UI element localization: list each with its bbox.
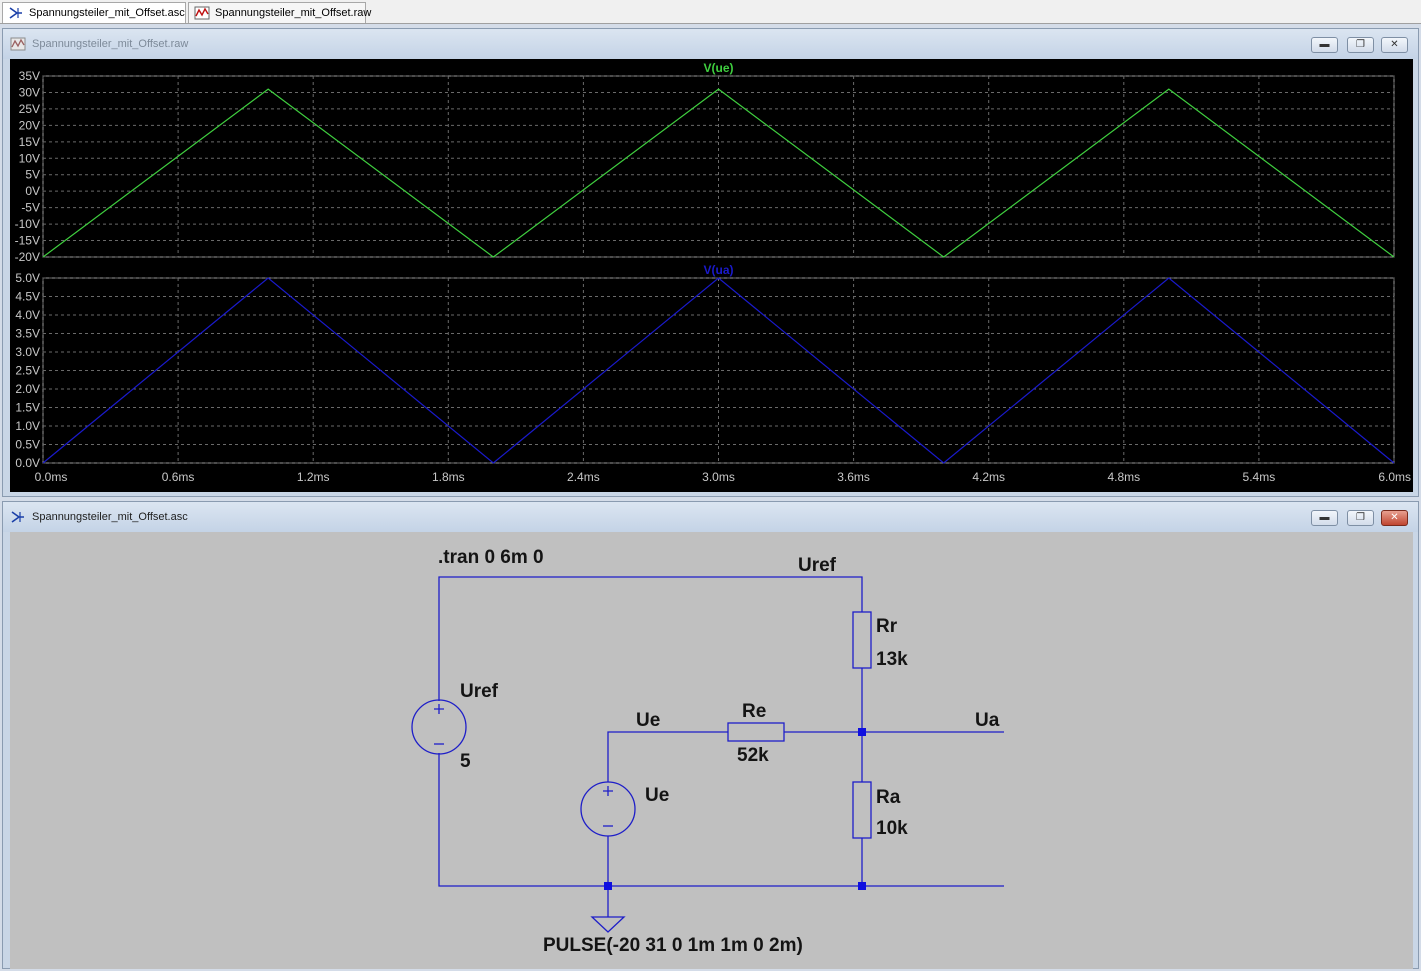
voltage-source-uref[interactable] <box>411 699 467 755</box>
restore-button[interactable]: ❐ <box>1347 510 1374 526</box>
resistor-re[interactable] <box>727 722 785 742</box>
y-tick-label: 25V <box>19 102 40 116</box>
component-name-uref[interactable]: Uref <box>460 681 499 702</box>
resistor-rr[interactable] <box>852 611 872 669</box>
schematic-icon <box>11 511 24 523</box>
net-label-ue[interactable]: Ue <box>636 710 660 731</box>
trace-line[interactable] <box>42 88 1395 258</box>
x-tick-label: 2.4ms <box>567 470 600 484</box>
x-tick-label: 6.0ms <box>1378 470 1411 484</box>
component-value-ue[interactable]: PULSE(-20 31 0 1m 1m 0 2m) <box>543 935 803 956</box>
y-tick-label: -15V <box>15 234 40 248</box>
x-tick-label: 1.8ms <box>432 470 465 484</box>
x-tick-label: 5.4ms <box>1243 470 1276 484</box>
close-button[interactable]: ✕ <box>1381 510 1408 526</box>
restore-button[interactable]: ❐ <box>1347 37 1374 53</box>
y-tick-label: 30V <box>19 85 40 99</box>
wire[interactable] <box>438 753 1004 887</box>
y-tick-label: 3.0V <box>15 345 40 359</box>
schematic-icon <box>9 7 22 19</box>
spice-directive[interactable]: .tran 0 6m 0 <box>438 547 544 568</box>
tab-schematic-document[interactable]: Spannungsteiler_mit_Offset.asc <box>2 2 186 23</box>
component-name-ra[interactable]: Ra <box>876 787 901 808</box>
y-tick-label: 2.0V <box>15 382 40 396</box>
net-label-uref[interactable]: Uref <box>798 555 837 576</box>
junction-dot <box>858 882 866 890</box>
x-tick-label: 1.2ms <box>297 470 330 484</box>
wire[interactable] <box>607 731 728 782</box>
x-tick-label: 4.8ms <box>1107 470 1140 484</box>
component-name-re[interactable]: Re <box>742 701 766 722</box>
y-tick-label: 5.0V <box>15 271 40 285</box>
resistor-ra[interactable] <box>852 781 872 839</box>
minimize-button[interactable]: ▬ <box>1311 510 1338 526</box>
waveform-icon <box>194 6 210 20</box>
schematic-canvas[interactable]: .tran 0 6m 0 Uref Ue Ua Uref 5 Ue PULSE(… <box>10 532 1413 969</box>
schematic-window: Spannungsteiler_mit_Offset.asc ▬ ❐ ✕ <box>2 501 1419 969</box>
schematic-title-bar[interactable]: Spannungsteiler_mit_Offset.asc ▬ ❐ ✕ <box>3 502 1418 532</box>
close-button[interactable]: ✕ <box>1381 37 1408 53</box>
x-tick-label: 0.6ms <box>162 470 195 484</box>
trace-line[interactable] <box>42 277 1395 464</box>
waveform-window: Spannungsteiler_mit_Offset.raw ▬ ❐ ✕ 35V… <box>2 28 1419 497</box>
component-value-rr[interactable]: 13k <box>876 649 908 670</box>
y-tick-label: 15V <box>19 135 40 149</box>
y-tick-label: 0.0V <box>15 456 40 470</box>
schematic-drawing[interactable]: .tran 0 6m 0 Uref Ue Ua Uref 5 Ue PULSE(… <box>10 532 1413 969</box>
ground-symbol[interactable] <box>590 916 626 933</box>
x-tick-label: 3.0ms <box>702 470 735 484</box>
x-tick-label: 3.6ms <box>837 470 870 484</box>
y-tick-label: 10V <box>19 151 40 165</box>
component-value-ra[interactable]: 10k <box>876 818 908 839</box>
component-name-rr[interactable]: Rr <box>876 616 898 637</box>
net-label-ua[interactable]: Ua <box>975 710 1000 731</box>
waveform-plot-area[interactable]: 35V 30V 25V 20V 15V 10V 5V 0V -5V -10V -15V -20V V(u… <box>10 59 1413 492</box>
trace-title[interactable]: V(ue) <box>704 61 734 75</box>
minimize-button[interactable]: ▬ <box>1311 37 1338 53</box>
tab-label: Spannungsteiler_mit_Offset.raw <box>215 7 372 19</box>
x-tick-label: 0.0ms <box>35 470 68 484</box>
junction-dot <box>604 882 612 890</box>
y-tick-label: 0.5V <box>15 438 40 452</box>
wire[interactable] <box>438 576 863 701</box>
x-tick-label: 4.2ms <box>972 470 1005 484</box>
waveform-plot[interactable]: 35V 30V 25V 20V 15V 10V 5V 0V -5V -10V -15V -20V V(u… <box>10 59 1413 492</box>
component-value-re[interactable]: 52k <box>737 745 769 766</box>
y-tick-label: 3.5V <box>15 327 40 341</box>
y-tick-label: 4.0V <box>15 308 40 322</box>
y-tick-label: 5V <box>25 168 40 182</box>
document-tab-bar: Spannungsteiler_mit_Offset.asc Spannungs… <box>0 0 1421 24</box>
tab-waveform-document[interactable]: Spannungsteiler_mit_Offset.raw <box>188 2 371 23</box>
y-tick-label: -5V <box>21 201 40 215</box>
tab-label: Spannungsteiler_mit_Offset.asc <box>29 7 185 19</box>
window-title: Spannungsteiler_mit_Offset.raw <box>32 38 189 50</box>
voltage-source-ue[interactable] <box>580 781 636 837</box>
waveform-title-bar[interactable]: Spannungsteiler_mit_Offset.raw ▬ ❐ ✕ <box>3 29 1418 59</box>
component-name-ue[interactable]: Ue <box>645 785 669 806</box>
y-tick-label: 4.5V <box>15 290 40 304</box>
y-tick-label: 2.5V <box>15 364 40 378</box>
window-title: Spannungsteiler_mit_Offset.asc <box>32 511 188 523</box>
y-tick-label: 1.0V <box>15 419 40 433</box>
y-tick-label: 0V <box>25 184 40 198</box>
y-tick-label: 20V <box>19 118 40 132</box>
waveform-icon <box>10 37 26 51</box>
y-tick-label: -20V <box>15 250 40 264</box>
junction-dot <box>858 728 866 736</box>
y-tick-label: 1.5V <box>15 401 40 415</box>
trace-title[interactable]: V(ua) <box>704 263 734 277</box>
component-value-uref[interactable]: 5 <box>460 751 471 772</box>
y-tick-label: -10V <box>15 217 40 231</box>
y-tick-label: 35V <box>19 69 40 83</box>
